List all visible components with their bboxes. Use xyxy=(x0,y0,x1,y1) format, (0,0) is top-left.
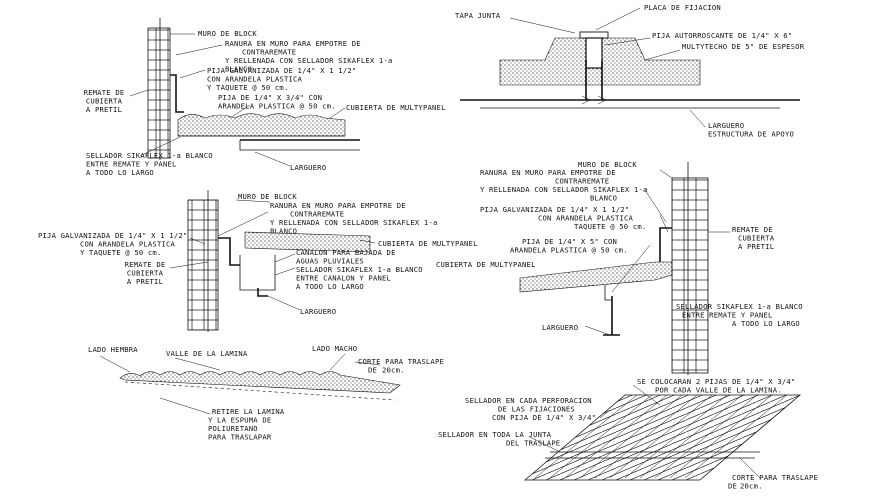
label-muro: MURO DE BLOCK xyxy=(238,192,297,201)
sheet-ribs xyxy=(534,394,788,479)
label-larguero: LARGUERO xyxy=(290,163,326,172)
fixing-plate xyxy=(579,31,609,39)
label-pija-galvanizada: PIJA GALVANIZADA DE 1/4" X 1 1/2"CON ARA… xyxy=(38,231,187,257)
corrugated-sheet xyxy=(119,371,401,394)
label-larguero: LARGUERO xyxy=(300,307,336,316)
detail-1-parapet-joint: MURO DE BLOCK RANURA EN MURO PARA EMPOTR… xyxy=(84,18,446,177)
purlin xyxy=(603,296,620,336)
label-muro: MURO DE BLOCK xyxy=(578,160,637,169)
roof-panel xyxy=(519,261,673,293)
label-pija-galvanizada: PIJA GALVANIZADA DE 1/4" X 1 1/2"CON ARA… xyxy=(480,205,646,231)
label-placa-fijacion: PLACA DE FIJACION xyxy=(644,3,721,12)
block-wall xyxy=(147,27,171,159)
detail-2-panel-joint: TAPA JUNTA PLACA DE FIJACION PIJA AUTORR… xyxy=(455,3,805,139)
label-cubierta: CUBIERTA DE MULTYPANEL xyxy=(346,103,446,112)
label-pija-galvanizada: PIJA GALVANIZADA DE 1/4" X 1 1/2"CON ARA… xyxy=(207,66,356,92)
label-muro: MURO DE BLOCK xyxy=(198,29,257,38)
detail-3-gutter-joint: MURO DE BLOCK RANURA EN MURO PARA EMPOTR… xyxy=(38,190,478,332)
gutter xyxy=(239,255,276,291)
block-wall xyxy=(187,199,219,331)
detail-5-lamina-overlap: LADO HEMBRA VALLE DE LA LAMINA LADO MACH… xyxy=(88,344,444,442)
roof-panel xyxy=(177,113,346,137)
roof-panel xyxy=(244,231,371,253)
label-cubierta: CUBIERTA DE MULTYPANEL xyxy=(436,260,536,269)
label-pija-autorroscante: PIJA AUTORROSCANTE DE 1/4" X 6" xyxy=(652,31,792,40)
label-lado-hembra: LADO HEMBRA xyxy=(88,345,138,354)
label-larguero: LARGUERO xyxy=(542,323,578,332)
label-lado-macho: LADO MACHO xyxy=(312,344,357,353)
label-multytecho: MULTYTECHO DE 5" DE ESPESOR xyxy=(682,42,805,51)
label-tapa-junta: TAPA JUNTA xyxy=(455,11,501,20)
label-valle: VALLE DE LA LAMINA xyxy=(166,349,248,358)
detail-4-parapet-joint: MURO DE BLOCK RANURA EN MURO PARA EMPOTR… xyxy=(436,160,803,375)
label-cubierta: CUBIERTA DE MULTYPANEL xyxy=(378,239,478,248)
block-wall xyxy=(671,177,709,374)
label-colocaran: SE COLOCARAN 2 PIJAS DE 1/4" X 3/4"POR C… xyxy=(637,377,795,395)
